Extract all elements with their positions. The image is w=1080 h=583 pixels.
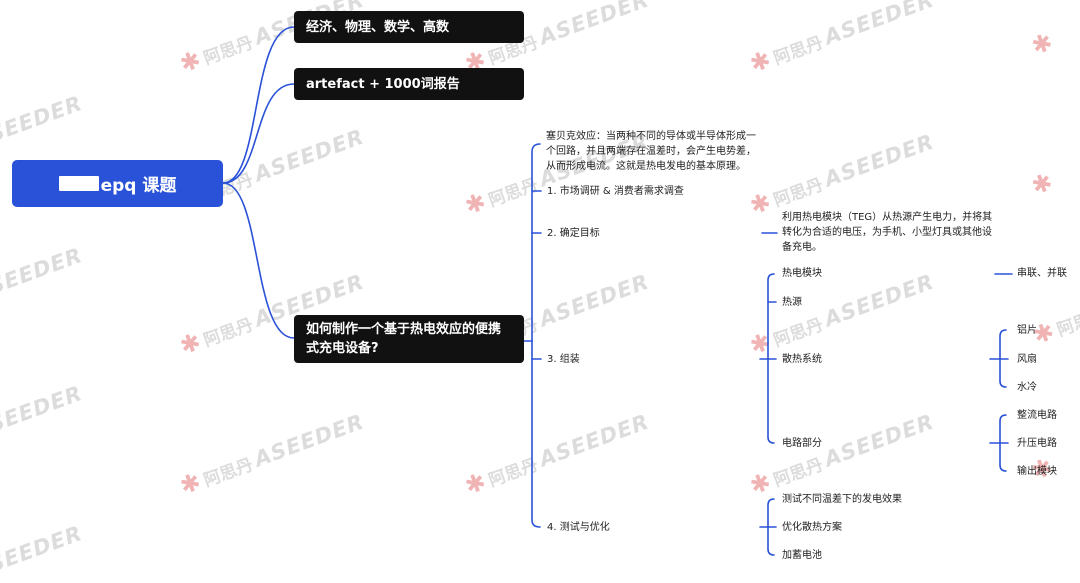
cooling-water[interactable]: 水冷 (1017, 380, 1037, 395)
seebeck-effect-text: 塞贝克效应：当两种不同的导体或半导体形成一个回路，并且两端存在温差时，会产生电势… (546, 131, 756, 172)
child-label: 输出模块 (1017, 466, 1057, 477)
testing-temp-diff[interactable]: 测试不同温差下的发电效果 (782, 492, 902, 507)
child-label: 整流电路 (1017, 410, 1057, 421)
child-label: 串联、并联 (1017, 268, 1067, 279)
connector-assembly-4 (767, 358, 775, 444)
seebeck-effect-note[interactable]: 塞贝克效应：当两种不同的导体或半导体形成一个回路，并且两端存在温差时，会产生电势… (546, 129, 758, 174)
step-label: 2. 确定目标 (547, 228, 600, 239)
topic-label: artefact + 1000词报告 (306, 76, 460, 92)
connector-assembly-1 (767, 273, 775, 360)
assembly-label: 热源 (782, 297, 802, 308)
module-series-parallel[interactable]: 串联、并联 (1017, 266, 1067, 281)
connector-root-topic-1 (222, 26, 295, 184)
step-label: 4. 测试与优化 (547, 522, 610, 533)
step-testing[interactable]: 4. 测试与优化 (547, 520, 610, 535)
connector-circuit-1 (999, 414, 1007, 444)
child-label: 水冷 (1017, 382, 1037, 393)
circuit-boost[interactable]: 升压电路 (1017, 436, 1057, 451)
connector-root-topic-3 (222, 182, 295, 339)
assembly-circuit[interactable]: 电路部分 (782, 436, 822, 451)
step-assembly[interactable]: 3. 组装 (547, 352, 580, 367)
topic-label: 如何制作一个基于热电效应的便携式充电设备? (306, 322, 502, 356)
testing-label: 加蓄电池 (782, 550, 822, 561)
testing-label: 测试不同温差下的发电效果 (782, 494, 902, 505)
root-label: epq 课题 (100, 176, 177, 196)
connector-circuit-3 (999, 442, 1007, 472)
assembly-label: 热电模块 (782, 268, 822, 279)
circuit-output-module[interactable]: 输出模块 (1017, 464, 1057, 479)
assembly-label: 散热系统 (782, 354, 822, 365)
step-label: 1. 市场调研 & 消费者需求调查 (547, 186, 684, 197)
assembly-label: 电路部分 (782, 438, 822, 449)
topic-subjects[interactable]: 经济、物理、数学、高数 (294, 11, 524, 43)
redacted-name-block (58, 176, 99, 191)
connector-cooling-1 (999, 329, 1007, 360)
testing-add-battery[interactable]: 加蓄电池 (782, 548, 822, 563)
step-market-research[interactable]: 1. 市场调研 & 消费者需求调查 (547, 184, 684, 199)
cooling-fan[interactable]: 风扇 (1017, 352, 1037, 367)
assembly-heat-source[interactable]: 热源 (782, 295, 802, 310)
topic-research-question[interactable]: 如何制作一个基于热电效应的便携式充电设备? (294, 315, 524, 363)
goal-note[interactable]: 利用热电模块（TEG）从热源产生电力，并将其转化为合适的电压，为手机、小型灯具或… (782, 210, 994, 255)
testing-optimize-cooling[interactable]: 优化散热方案 (782, 520, 842, 535)
step-define-goal[interactable]: 2. 确定目标 (547, 226, 600, 241)
cooling-aluminum-fins[interactable]: 铝片 (1017, 323, 1037, 338)
root-node[interactable]: epq 课题 (12, 160, 223, 207)
connector-root-topic-2 (222, 83, 295, 184)
step-label: 3. 组装 (547, 354, 580, 365)
goal-text: 利用热电模块（TEG）从热源产生电力，并将其转化为合适的电压，为手机、小型灯具或… (782, 212, 993, 253)
assembly-cooling-system[interactable]: 散热系统 (782, 352, 822, 367)
connector-testing-3 (767, 526, 775, 556)
assembly-thermo-module[interactable]: 热电模块 (782, 266, 822, 281)
topic-artefact[interactable]: artefact + 1000词报告 (294, 68, 524, 100)
topic-label: 经济、物理、数学、高数 (306, 19, 450, 35)
circuit-rectifier[interactable]: 整流电路 (1017, 408, 1057, 423)
child-label: 铝片 (1017, 325, 1037, 336)
testing-label: 优化散热方案 (782, 522, 842, 533)
connector-cooling-3 (999, 358, 1007, 388)
connector-topic3-step-4 (531, 340, 541, 528)
connector-topic3-intro (523, 143, 541, 342)
child-label: 风扇 (1017, 354, 1037, 365)
connector-testing-1 (767, 498, 775, 528)
child-label: 升压电路 (1017, 438, 1057, 449)
